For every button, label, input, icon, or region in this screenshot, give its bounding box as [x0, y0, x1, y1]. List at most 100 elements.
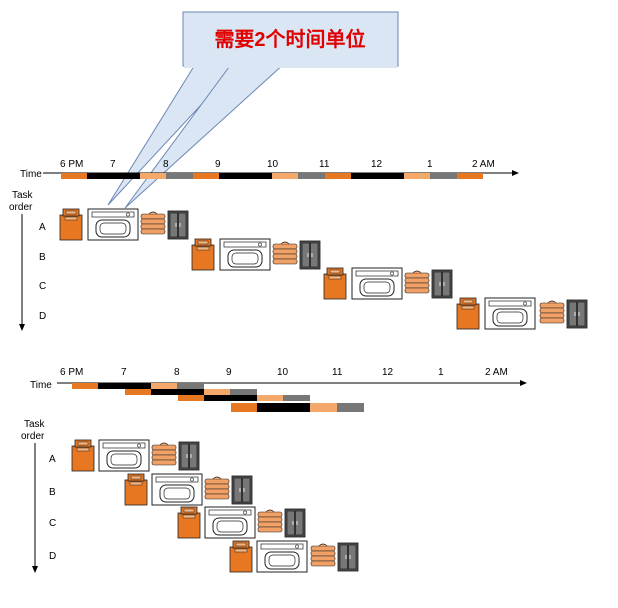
top-seg-store-c — [430, 173, 457, 179]
top-tick-7: 7 — [110, 159, 116, 170]
callout-joint — [184, 62, 397, 68]
bottom-b-dry — [151, 389, 204, 395]
bottom-task-arrow — [32, 566, 38, 573]
dryer-icon — [219, 238, 271, 271]
top-seg-wash-a — [61, 173, 87, 179]
bottom-c-store — [283, 395, 310, 401]
closet-icon — [299, 240, 321, 270]
bottom-b-store — [230, 389, 257, 395]
top-time-label: Time — [20, 169, 42, 180]
top-seg-dry-c — [351, 173, 404, 179]
bottom-d-wash — [231, 403, 257, 412]
top-seg-fold-c — [404, 173, 430, 179]
bottom-row-c — [177, 506, 306, 539]
bottom-row-a — [71, 439, 200, 472]
top-row-a — [59, 208, 189, 241]
closet-icon — [337, 542, 359, 572]
bottom-tick-7: 7 — [121, 367, 127, 378]
callout-text: 需要2个时间单位 — [214, 27, 365, 51]
bottom-a-wash — [72, 383, 98, 389]
top-tick-12: 12 — [371, 159, 383, 170]
dryer-icon — [351, 267, 403, 300]
top-diagram: Time 6 PM 7 8 9 10 11 12 1 2 AM Task ord… — [9, 159, 588, 331]
top-tick-2am: 2 AM — [472, 159, 495, 170]
bottom-d-store — [337, 403, 364, 412]
top-tick-10: 10 — [267, 159, 279, 170]
top-seg-wash-c — [325, 173, 351, 179]
folded-clothes-icon — [404, 270, 430, 294]
dryer-icon — [151, 473, 203, 506]
folded-clothes-icon — [204, 476, 230, 500]
bottom-tick-8: 8 — [174, 367, 180, 378]
folded-clothes-icon — [257, 509, 283, 533]
closet-icon — [431, 269, 453, 299]
top-seg-dry-b — [219, 173, 272, 179]
top-row-label-b: B — [39, 252, 46, 263]
top-row-b — [191, 238, 321, 271]
closet-icon — [231, 475, 253, 505]
dryer-icon — [98, 439, 150, 472]
top-row-label-c: C — [39, 281, 46, 292]
bottom-c-wash — [178, 395, 204, 401]
bottom-time-label: Time — [30, 380, 52, 391]
callout: 需要2个时间单位 — [107, 11, 399, 209]
top-task-label-line1: Task — [12, 190, 34, 201]
bottom-row-label-d: D — [49, 551, 56, 562]
top-tick-8: 8 — [163, 159, 169, 170]
bottom-row-b — [124, 473, 253, 506]
bottom-time-arrow — [520, 380, 527, 386]
top-seg-dry-a — [87, 173, 140, 179]
callout-box — [182, 11, 399, 67]
top-seg-fold-b — [272, 173, 298, 179]
bottom-tick-1: 1 — [438, 367, 444, 378]
dryer-icon — [484, 297, 536, 330]
bottom-b-fold — [204, 389, 230, 395]
bottom-tick-2am: 2 AM — [485, 367, 508, 378]
folded-clothes-icon — [272, 241, 298, 265]
top-tick-11: 11 — [319, 159, 330, 170]
bottom-tick-11: 11 — [332, 367, 343, 378]
top-tick-9: 9 — [215, 159, 221, 170]
top-row-c — [323, 267, 453, 300]
washer-icon — [71, 439, 95, 472]
top-seg-wash-b — [193, 173, 219, 179]
top-task-arrow — [19, 324, 25, 331]
top-time-arrow — [512, 170, 519, 176]
bottom-a-dry — [98, 383, 151, 389]
bottom-task-label-line1: Task — [24, 419, 46, 430]
washer-icon — [177, 506, 201, 539]
bottom-tick-10: 10 — [277, 367, 289, 378]
washer-icon — [456, 297, 480, 330]
top-seg-store-b — [298, 173, 325, 179]
top-task-label-line2: order — [9, 202, 33, 213]
bottom-c-fold — [257, 395, 283, 401]
dryer-icon — [87, 208, 139, 241]
top-seg-wash-d — [457, 173, 483, 179]
top-seg-fold-a — [140, 173, 166, 179]
folded-clothes-icon — [151, 442, 177, 466]
bottom-tick-9: 9 — [226, 367, 232, 378]
washer-icon — [191, 238, 215, 271]
closet-icon — [284, 508, 306, 538]
closet-icon — [167, 210, 189, 240]
bottom-a-store — [177, 383, 204, 389]
closet-icon — [178, 441, 200, 471]
top-seg-store-a — [166, 173, 193, 179]
bottom-d-fold — [310, 403, 337, 412]
bottom-c-dry — [204, 395, 257, 401]
bottom-diagram: Time 6 PM 7 8 9 10 11 12 1 2 AM — [21, 367, 527, 573]
folded-clothes-icon — [539, 300, 565, 324]
top-tick-1: 1 — [427, 159, 433, 170]
top-tick-6pm: 6 PM — [60, 159, 83, 170]
bottom-a-fold — [151, 383, 177, 389]
dryer-icon — [256, 540, 308, 573]
bottom-task-label-line2: order — [21, 431, 45, 442]
bottom-d-dry — [257, 403, 310, 412]
folded-clothes-icon — [310, 543, 336, 567]
bottom-tick-6pm: 6 PM — [60, 367, 83, 378]
bottom-row-label-b: B — [49, 487, 56, 498]
bottom-row-label-a: A — [49, 454, 56, 465]
top-row-label-a: A — [39, 222, 46, 233]
dryer-icon — [204, 506, 256, 539]
